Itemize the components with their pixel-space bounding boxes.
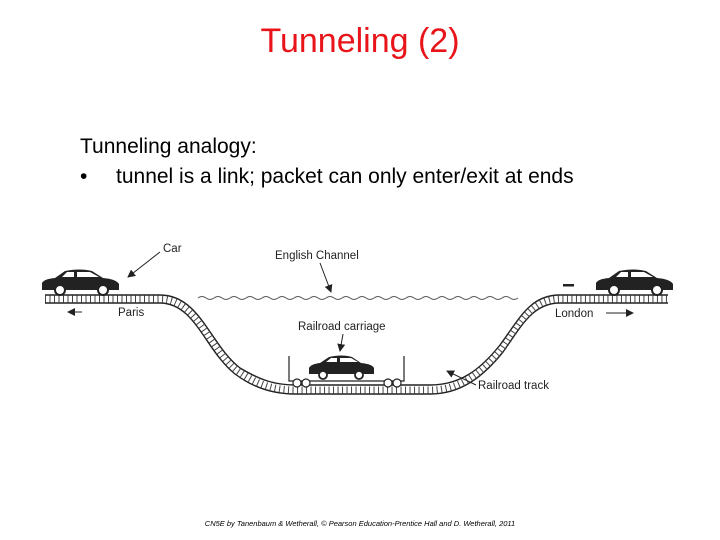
label-london: London [555, 308, 593, 320]
railroad-carriage [288, 355, 405, 388]
arrow-railroad-carriage [337, 333, 346, 352]
label-paris: Paris [118, 307, 144, 319]
arrow-car [127, 251, 161, 278]
intro-text: Tunneling analogy: [80, 135, 257, 158]
arrow-english-channel [319, 262, 333, 293]
slide-title: Tunneling (2) [260, 22, 460, 60]
railroad-track [45, 294, 668, 395]
channel-water [197, 296, 519, 300]
car-paris [42, 269, 119, 296]
bullet-marker: • [80, 165, 88, 188]
rail-bumper [563, 284, 574, 287]
bullet-text: tunnel is a link; packet can only enter/… [116, 165, 574, 188]
label-english-channel: English Channel [275, 250, 359, 262]
label-car: Car [163, 243, 182, 255]
arrow-railroad-track [446, 370, 477, 386]
label-railroad-track: Railroad track [478, 380, 549, 392]
bullet-item: • tunnel is a link; packet can only ente… [80, 162, 574, 192]
footer-credit: CN5E by Tanenbaum & Wetherall, © Pearson… [204, 519, 516, 528]
slide-body: Tunneling analogy: • tunnel is a link; p… [80, 132, 574, 192]
car-london [596, 269, 673, 296]
label-railroad-carriage: Railroad carriage [298, 321, 386, 333]
